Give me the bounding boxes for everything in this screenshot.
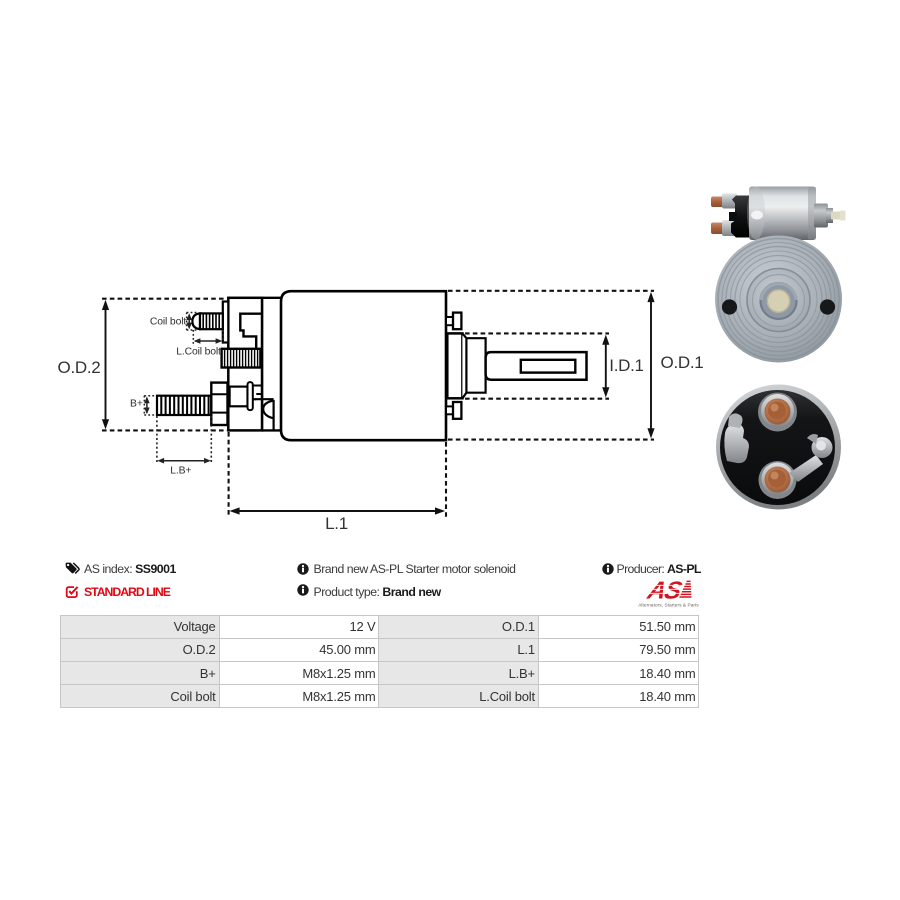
svg-text:Alternators, Starters & Parts: Alternators, Starters & Parts <box>638 603 699 608</box>
svg-text:AS: AS <box>644 577 685 605</box>
